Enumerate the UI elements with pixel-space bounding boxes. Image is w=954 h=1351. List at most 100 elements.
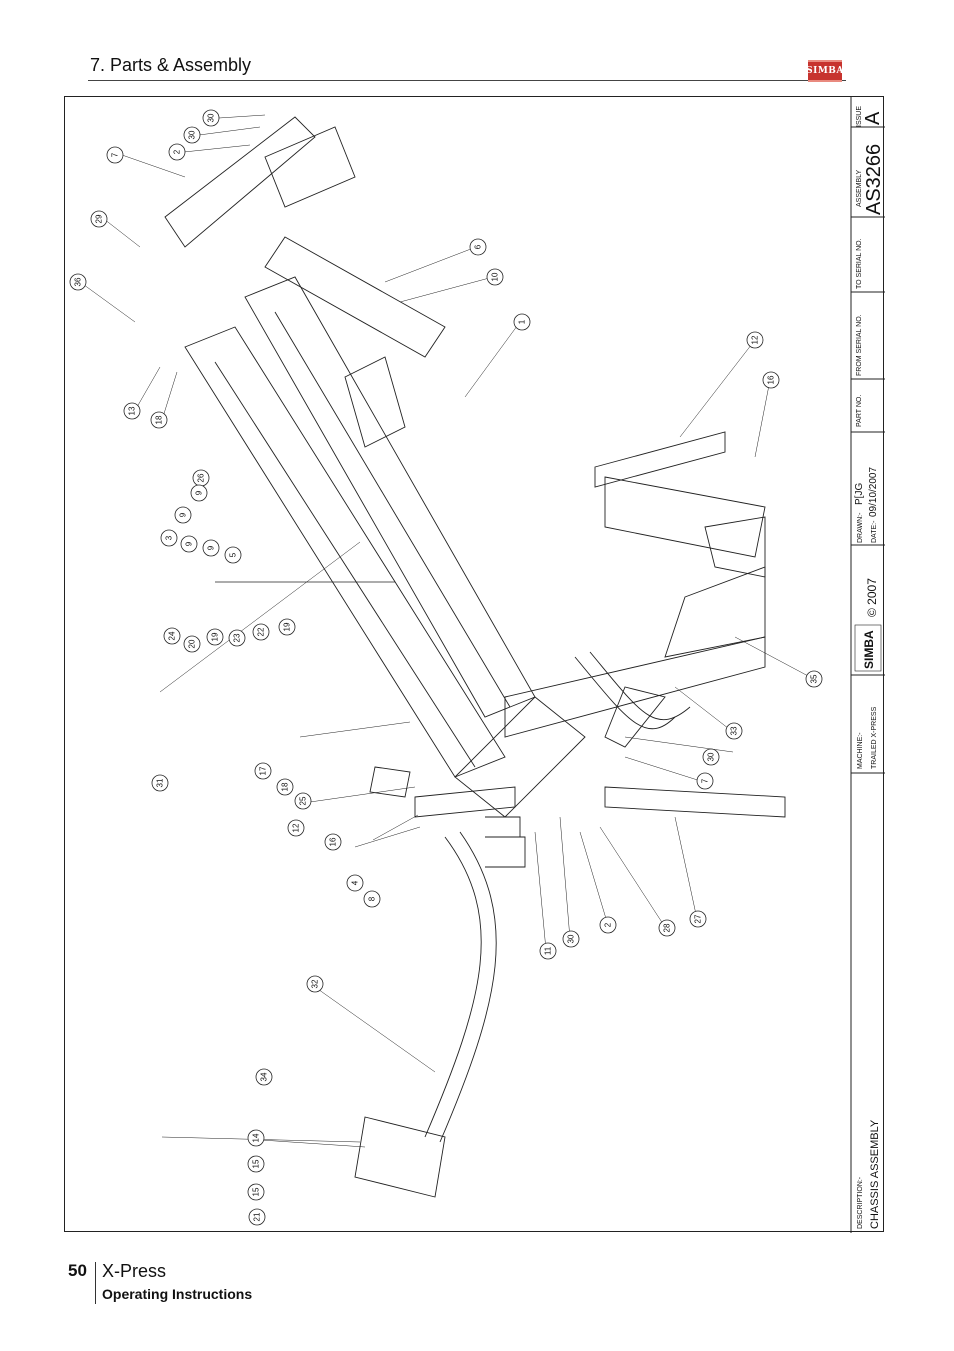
callout-circle	[202, 539, 220, 557]
callout-12: 12	[287, 819, 305, 837]
callout-9: 9	[174, 506, 192, 524]
callout-circle	[469, 238, 487, 256]
callout-17: 17	[254, 762, 272, 780]
callout-29: 29	[90, 210, 108, 228]
callout-number: 18	[155, 415, 164, 424]
callout-number: 10	[491, 272, 500, 281]
callout-circle	[276, 778, 294, 796]
callout-number: 17	[259, 766, 268, 775]
callout-circle	[278, 618, 296, 636]
callout-circle	[163, 627, 181, 645]
callout-circle	[106, 146, 124, 164]
callout-36: 36	[69, 273, 87, 291]
callout-34: 34	[255, 1068, 273, 1086]
callout-circle	[513, 313, 531, 331]
callout-9: 9	[180, 535, 198, 553]
callout-circle	[805, 670, 823, 688]
callout-circle	[202, 109, 220, 127]
to-serial-label: TO SERIAL NO.	[856, 238, 863, 289]
callout-circle	[228, 629, 246, 647]
callout-14: 14	[247, 1129, 265, 1147]
callout-31: 31	[151, 774, 169, 792]
callout-number: 1	[518, 319, 527, 324]
callout-number: 35	[810, 674, 819, 683]
callout-circle	[287, 819, 305, 837]
callout-24: 24	[163, 627, 181, 645]
callout-number: 30	[707, 752, 716, 761]
callout-22: 22	[252, 623, 270, 641]
brand-box	[854, 624, 882, 672]
callout-4: 4	[346, 874, 364, 892]
callout-23: 23	[228, 629, 246, 647]
callout-circle	[252, 623, 270, 641]
callout-25: 25	[294, 792, 312, 810]
callout-circle	[190, 484, 208, 502]
date-label: DATE:-	[871, 520, 878, 543]
header-divider	[88, 80, 846, 81]
callout-circle	[247, 1183, 265, 1201]
callout-12: 12	[746, 331, 764, 349]
callout-16: 16	[762, 371, 780, 389]
callout-number: 9	[207, 545, 216, 550]
machine-value: TRAILED X-PRESS	[871, 706, 878, 769]
callout-27: 27	[689, 910, 707, 928]
callout-circle	[746, 331, 764, 349]
assembly-number: AS3266	[863, 144, 885, 215]
page-number: 50	[68, 1261, 87, 1280]
callout-circle	[151, 774, 169, 792]
callout-number: 16	[767, 375, 776, 384]
callout-number: 25	[299, 796, 308, 805]
callout-number: 2	[604, 922, 613, 927]
description-label: DESCRIPTION:-	[857, 1176, 864, 1229]
callout-18: 18	[276, 778, 294, 796]
callout-number: 12	[292, 823, 301, 832]
callout-26: 26	[192, 469, 210, 487]
callout-circle	[486, 268, 504, 286]
callout-number: 24	[168, 631, 177, 640]
callout-circle	[183, 126, 201, 144]
callout-1: 1	[513, 313, 531, 331]
callout-6: 6	[469, 238, 487, 256]
callout-circle	[689, 910, 707, 928]
part-no-label: PART NO.	[856, 395, 863, 427]
callout-number: 28	[663, 923, 672, 932]
callout-3: 3	[160, 529, 178, 547]
callout-circle	[224, 546, 242, 564]
callout-number: 15	[252, 1187, 261, 1196]
callout-number: 27	[694, 914, 703, 923]
callout-circle	[294, 792, 312, 810]
assembly-drawing: ISSUE A ASSEMBLY AS3266 TO SERIAL NO. FR…	[64, 96, 885, 1233]
callout-number: 8	[368, 896, 377, 901]
callout-number: 7	[111, 152, 120, 157]
callout-number: 2	[173, 149, 182, 154]
callout-circle	[696, 772, 714, 790]
callout-circle	[247, 1129, 265, 1147]
copyright: © 2007	[865, 578, 879, 617]
callout-circle	[346, 874, 364, 892]
callout-20: 20	[183, 635, 201, 653]
callout-circle	[599, 916, 617, 934]
callout-number: 19	[283, 622, 292, 631]
callout-7: 7	[696, 772, 714, 790]
callout-circle	[762, 371, 780, 389]
callout-circle	[702, 748, 720, 766]
callout-33: 33	[725, 722, 743, 740]
brand-mark: SIMBA	[862, 630, 876, 669]
callout-number: 14	[252, 1133, 261, 1142]
callout-number: 4	[351, 880, 360, 885]
callout-number: 18	[281, 782, 290, 791]
callout-13: 13	[123, 402, 141, 420]
callout-9: 9	[202, 539, 220, 557]
callout-number: 30	[207, 113, 216, 122]
callout-circle	[306, 975, 324, 993]
callout-number: 3	[165, 535, 174, 540]
callout-10: 10	[486, 268, 504, 286]
callout-number: 30	[188, 130, 197, 139]
callout-number: 36	[74, 277, 83, 286]
drawing-svg: ISSUE A ASSEMBLY AS3266 TO SERIAL NO. FR…	[69, 97, 885, 1233]
callout-circle	[69, 273, 87, 291]
callout-circle	[363, 890, 381, 908]
callout-number: 33	[730, 726, 739, 735]
callout-circle	[562, 930, 580, 948]
